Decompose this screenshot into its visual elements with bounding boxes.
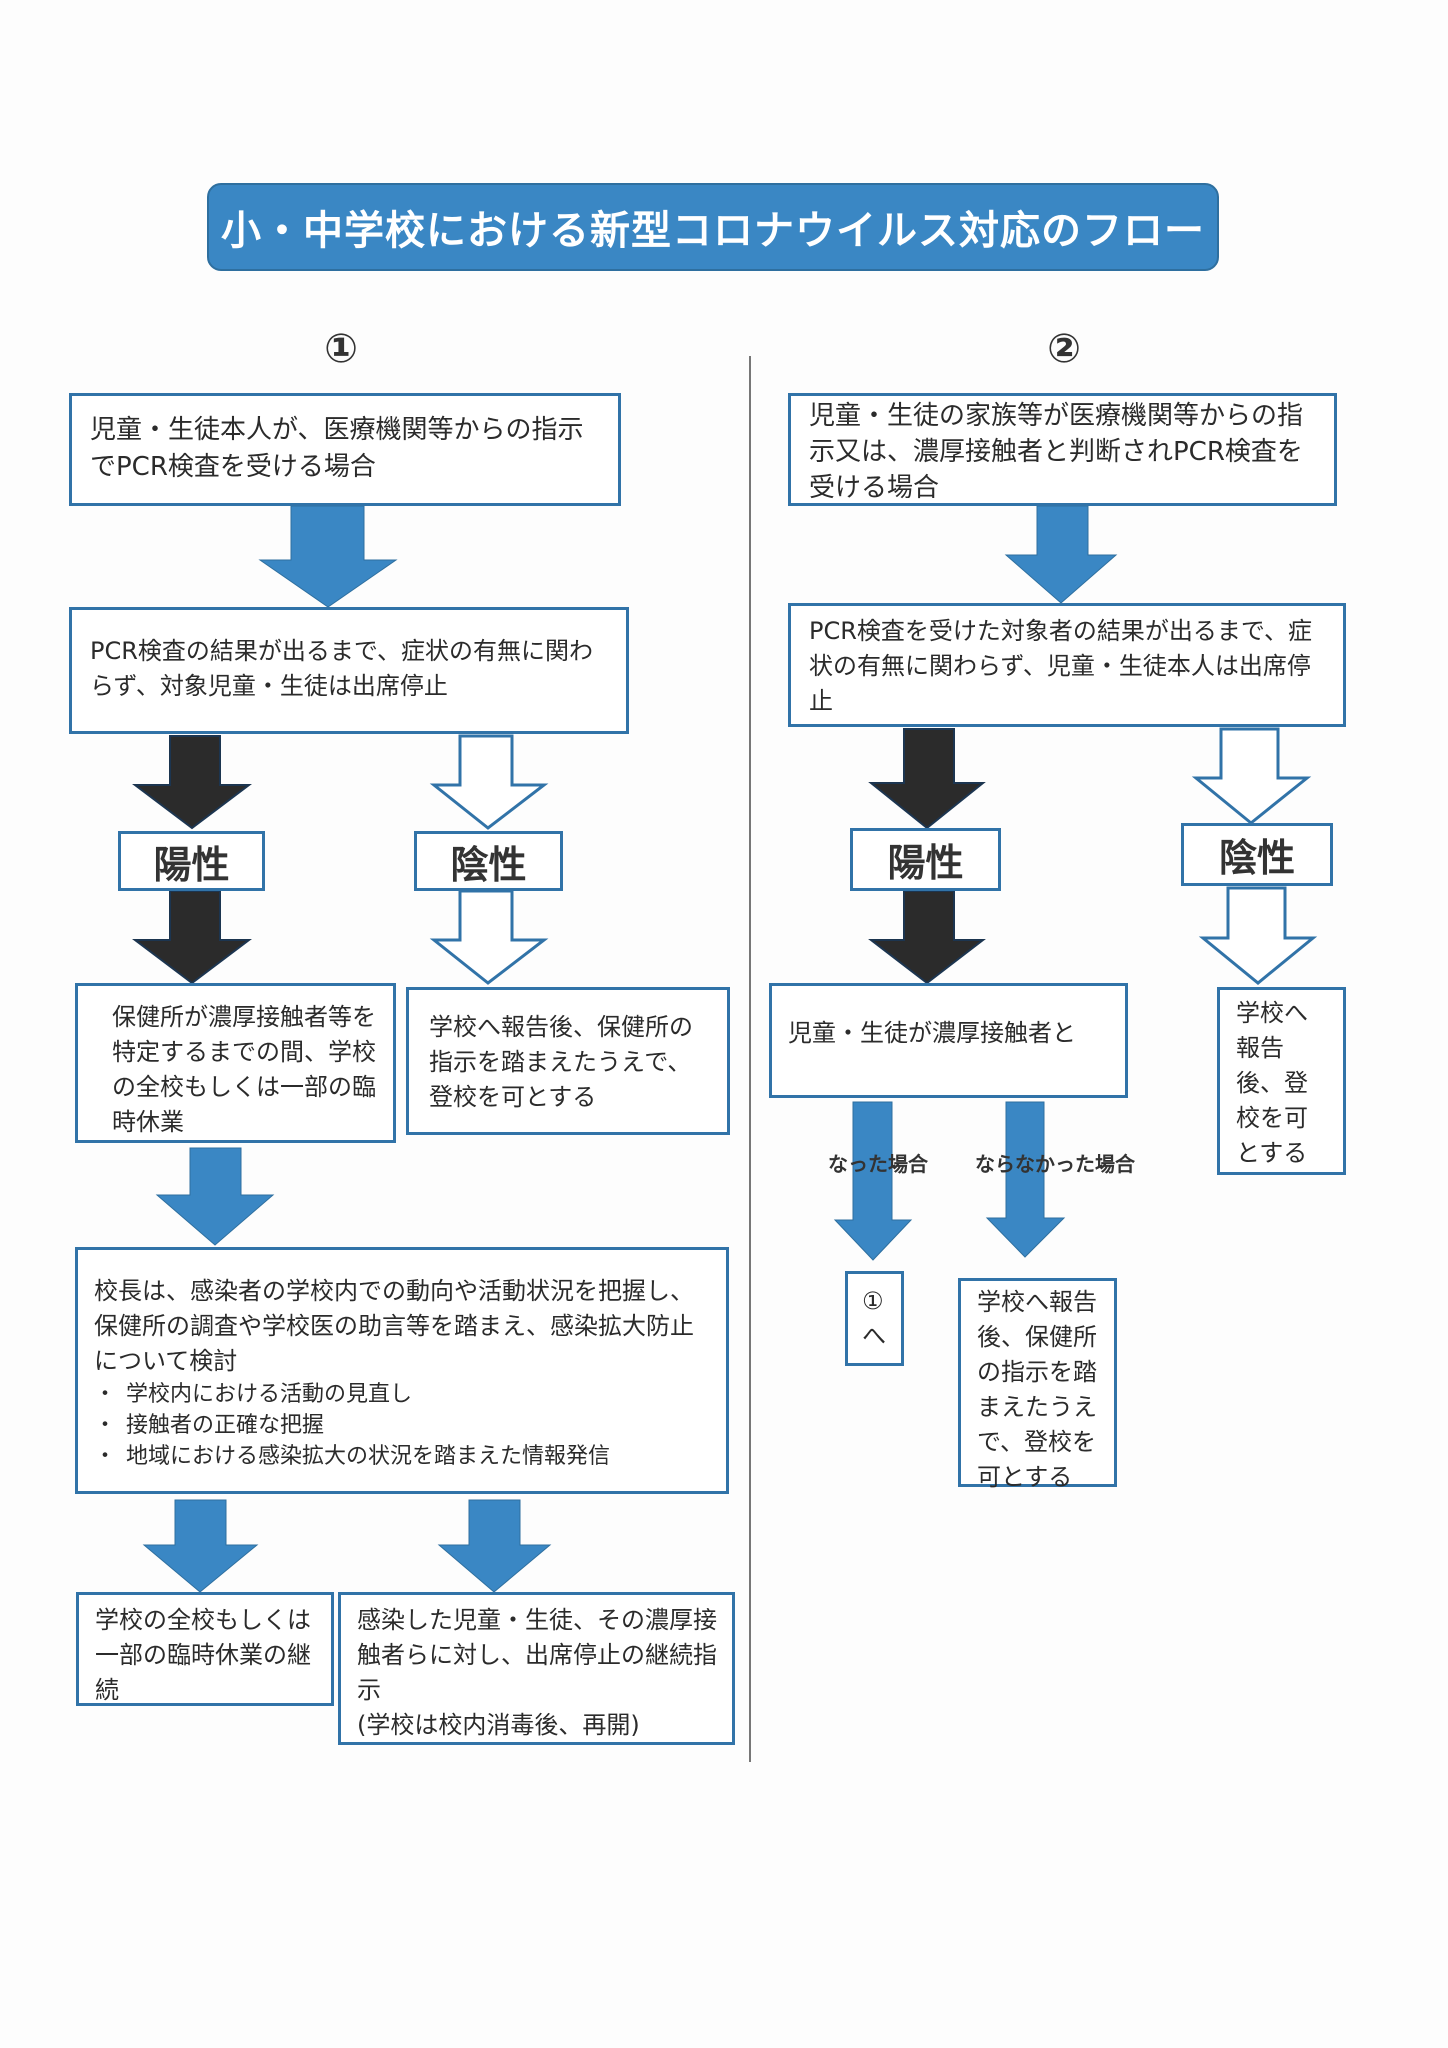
principal-text: 校長は、感染者の学校内での動向や活動状況を把握し、保健所の調査や学校医の助言等を… xyxy=(94,1277,694,1375)
arrow-down-icon xyxy=(1004,505,1118,604)
arrow-became-icon xyxy=(833,1101,913,1261)
arrow-negative-icon xyxy=(429,734,549,830)
flow1-outcome-right-box: 感染した児童・生徒、その濃厚接触者らに対し、出席停止の継続指示 (学校は校内消毒… xyxy=(338,1592,735,1745)
principal-bullets: 学校内における活動の見直し 接触者の正確な把握 地域における感染拡大の状況を踏ま… xyxy=(94,1379,708,1472)
became-label: なった場合 xyxy=(828,1152,928,1176)
flow1-principal-box: 校長は、感染者の学校内での動向や活動状況を把握し、保健所の調査や学校医の助言等を… xyxy=(75,1247,729,1494)
not-became-label: ならなかった場合 xyxy=(975,1152,1135,1176)
flow1-number: ① xyxy=(324,326,358,372)
arrow-positive-icon xyxy=(132,735,252,830)
outcome-right-note: (学校は校内消毒後、再開) xyxy=(357,1711,640,1739)
flow2-wait-box: PCR検査を受けた対象者の結果が出るまで、症状の有無に関わらず、児童・生徒本人は… xyxy=(788,603,1346,727)
arrow-positive-icon xyxy=(868,890,986,985)
flow1-negative-action-box: 学校へ報告後、保健所の指示を踏まえたうえで、登校を可とする xyxy=(406,987,730,1135)
arrow-negative-icon xyxy=(1191,727,1312,825)
bullet-item: 地域における感染拡大の状況を踏まえた情報発信 xyxy=(94,1441,708,1472)
flow2-start-box: 児童・生徒の家族等が医療機関等からの指示又は、濃厚接触者と判断されPCR検査を受… xyxy=(788,393,1337,506)
outcome-right-text: 感染した児童・生徒、その濃厚接触者らに対し、出席停止の継続指示 xyxy=(357,1606,717,1704)
flow2-became-action-box: ①へ xyxy=(845,1271,904,1366)
arrow-down-icon xyxy=(142,1499,259,1593)
bullet-item: 学校内における活動の見直し xyxy=(94,1379,708,1410)
flow2-positive-label: 陽性 xyxy=(850,828,1001,891)
flow2-negative-label: 陰性 xyxy=(1181,823,1333,886)
flow1-start-box: 児童・生徒本人が、医療機関等からの指示でPCR検査を受ける場合 xyxy=(69,393,621,506)
flow2-negative-action-box: 学校へ報告後、登校を可とする xyxy=(1217,987,1346,1175)
flow1-positive-label: 陽性 xyxy=(118,831,265,891)
arrow-down-icon xyxy=(155,1147,275,1246)
arrow-positive-icon xyxy=(132,890,252,985)
arrow-down-icon xyxy=(437,1499,552,1593)
flow1-positive-action-box: 保健所が濃厚接触者等を特定するまでの間、学校の全校もしくは一部の臨時休業 xyxy=(75,983,396,1143)
flow2-not-became-action-box: 学校へ報告後、保健所の指示を踏まえたうえで、登校を可とする xyxy=(958,1278,1117,1491)
arrow-not-became-icon xyxy=(985,1101,1066,1258)
arrow-negative-icon xyxy=(1198,886,1318,985)
arrow-negative-icon xyxy=(429,889,549,985)
bullet-item: 接触者の正確な把握 xyxy=(94,1410,708,1441)
flow2-number: ② xyxy=(1047,326,1081,372)
arrow-positive-icon xyxy=(868,728,986,830)
flow1-negative-label: 陰性 xyxy=(414,831,563,891)
flow1-outcome-left-box: 学校の全校もしくは一部の臨時休業の継続 xyxy=(76,1592,334,1706)
page-title: 小・中学校における新型コロナウイルス対応のフロー xyxy=(207,183,1219,271)
flow2-positive-action-box: 児童・生徒が濃厚接触者と xyxy=(769,983,1128,1098)
arrow-down-icon xyxy=(258,505,398,608)
flow1-wait-box: PCR検査の結果が出るまで、症状の有無に関わらず、対象児童・生徒は出席停止 xyxy=(69,607,629,734)
column-divider xyxy=(749,356,751,1762)
